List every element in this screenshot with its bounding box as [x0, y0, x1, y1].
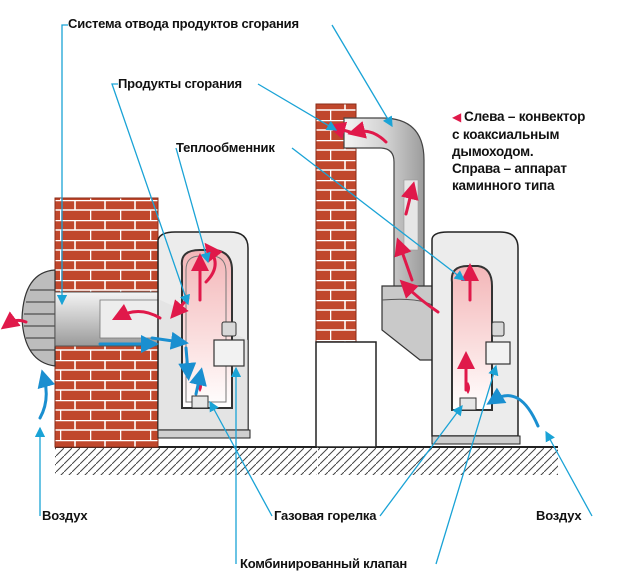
caption-line-4: Справа – аппарат	[452, 161, 567, 176]
ground-left	[55, 446, 317, 475]
label-air-left: Воздух	[42, 508, 88, 523]
right-wall	[315, 341, 377, 448]
label-air-right: Воздух	[536, 508, 582, 523]
caption-line-1: ◀Слева – конвектор	[452, 109, 586, 124]
right-heat-exchanger	[450, 265, 493, 411]
label-combined-valve: Комбинированный клапан	[240, 556, 408, 571]
ground-right	[318, 446, 558, 475]
coaxial-terminal-cap	[21, 269, 56, 367]
triangle-marker-icon: ◀	[452, 110, 462, 124]
leader-lines	[34, 24, 593, 565]
left-gas-valve	[213, 321, 245, 367]
caption-line-2: с коаксиальным	[452, 127, 560, 142]
label-exhaust-system: Система отвода продуктов сгорания	[68, 16, 299, 31]
caption-line-5: каминного типа	[452, 178, 555, 193]
right-gas-valve	[485, 321, 511, 365]
caption-note: ◀Слева – конвектор с коаксиальным дымохо…	[452, 108, 585, 194]
label-combustion-products: Продукты сгорания	[118, 76, 242, 91]
label-gas-burner: Газовая горелка	[274, 508, 377, 523]
cold-flow-arrows	[37, 331, 540, 428]
label-heat-exchanger: Теплообменник	[176, 140, 275, 155]
caption-line-3: дымоходом.	[452, 144, 534, 159]
